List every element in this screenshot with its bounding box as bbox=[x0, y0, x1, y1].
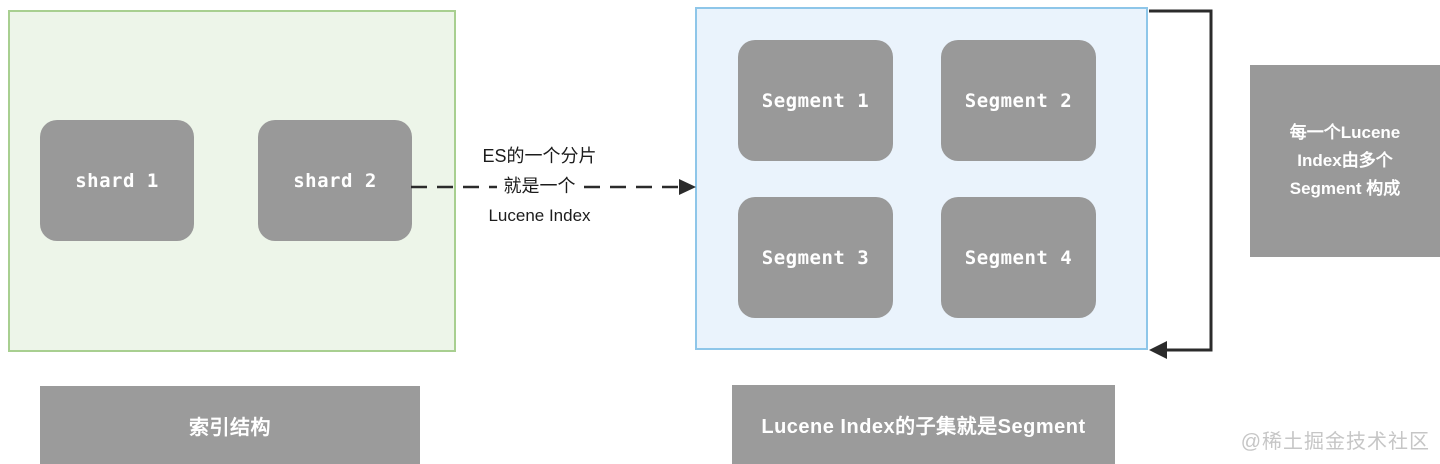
middle-annotation: ES的一个分片 就是一个 Lucene Index bbox=[437, 141, 642, 231]
loop-bracket-line bbox=[1149, 9, 1213, 352]
lucene-index-group-box: Segment 1 Segment 2 Segment 3 Segment 4 bbox=[695, 7, 1148, 350]
loop-arrowhead-icon bbox=[1149, 341, 1167, 359]
middle-annotation-line1: ES的一个分片 bbox=[482, 146, 597, 166]
shard-1-node: shard 1 bbox=[40, 120, 194, 241]
left-caption-label: 索引结构 bbox=[189, 416, 271, 439]
side-note-line2: Index由多个 bbox=[1297, 151, 1393, 170]
side-note-line3: Segment 构成 bbox=[1289, 179, 1401, 198]
shard-2-label: shard 2 bbox=[293, 169, 377, 192]
right-caption-label: Lucene Index的子集就是Segment bbox=[761, 416, 1086, 438]
middle-annotation-line2: 就是一个 bbox=[503, 176, 576, 196]
middle-annotation-line3: Lucene Index bbox=[488, 206, 591, 225]
es-index-group-box: shard 1 shard 2 bbox=[8, 10, 456, 352]
segment-1-node: Segment 1 bbox=[738, 40, 893, 161]
segment-4-node: Segment 4 bbox=[941, 197, 1096, 318]
segment-1-label: Segment 1 bbox=[761, 89, 870, 112]
side-note-box: 每一个Lucene Index由多个 Segment 构成 bbox=[1250, 65, 1440, 257]
segment-4-label: Segment 4 bbox=[964, 246, 1073, 269]
side-note-line1: 每一个Lucene bbox=[1289, 123, 1401, 142]
dashed-arrowhead-icon bbox=[679, 179, 696, 195]
segment-3-label: Segment 3 bbox=[761, 246, 870, 269]
right-caption-bar: Lucene Index的子集就是Segment bbox=[732, 385, 1115, 464]
segment-2-node: Segment 2 bbox=[941, 40, 1096, 161]
segment-3-node: Segment 3 bbox=[738, 197, 893, 318]
segment-2-label: Segment 2 bbox=[964, 89, 1073, 112]
left-caption-bar: 索引结构 bbox=[40, 386, 420, 464]
shard-1-label: shard 1 bbox=[75, 169, 159, 192]
shard-2-node: shard 2 bbox=[258, 120, 412, 241]
watermark-text: @稀土掘金技术社区 bbox=[1240, 431, 1430, 453]
